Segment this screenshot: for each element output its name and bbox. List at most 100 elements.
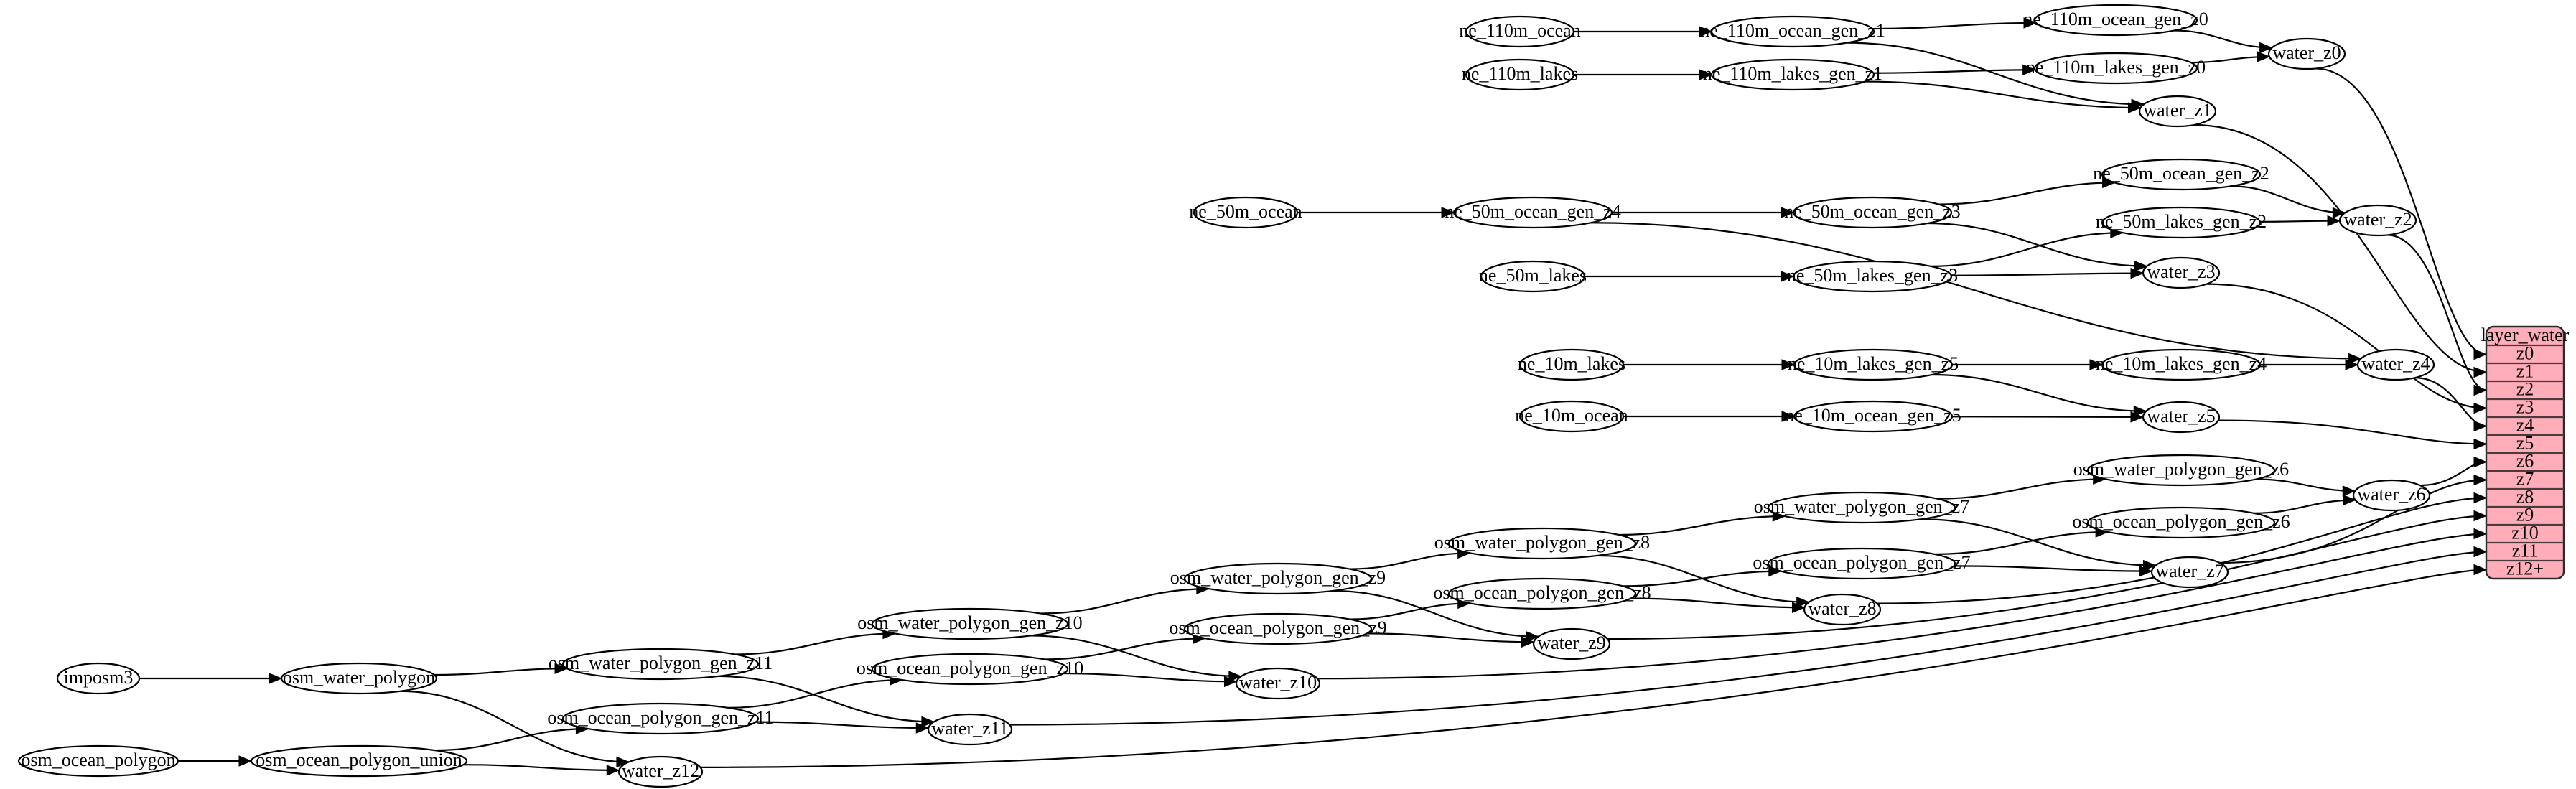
- record-row-z11[interactable]: z11: [2512, 540, 2539, 561]
- graph-node-osm_ocean_polygon[interactable]: osm_ocean_polygon: [17, 744, 179, 778]
- graph-node-water_z12[interactable]: water_z12: [617, 755, 704, 788]
- graph-node-osm_water_polygon_gen_z6[interactable]: osm_water_polygon_gen_z6: [2073, 454, 2289, 487]
- edge-arrowhead: [1526, 630, 1540, 643]
- graph-node-water_z7[interactable]: water_z7: [2150, 556, 2229, 589]
- graph-node-ne_50m_ocean_gen_z3[interactable]: ne_50m_ocean_gen_z3: [1784, 196, 1961, 229]
- graph-node-ne_110m_lakes_gen_z1[interactable]: ne_110m_lakes_gen_z1: [1703, 58, 1882, 91]
- graph-node-water_z3[interactable]: water_z3: [2142, 256, 2221, 289]
- graph-node-osm_ocean_polygon_gen_z9[interactable]: osm_ocean_polygon_gen_z9: [1169, 612, 1387, 645]
- graph-node-osm_ocean_polygon_gen_z10[interactable]: osm_ocean_polygon_gen_z10: [857, 653, 1083, 686]
- record-node-layer-water[interactable]: layer_waterz0z1z2z3z4z5z6z7z8z9z10z11z12…: [2481, 325, 2570, 580]
- graph-node-osm_ocean_polygon_union[interactable]: osm_ocean_polygon_union: [250, 744, 468, 778]
- graph-node-ne_50m_ocean[interactable]: ne_50m_ocean: [1189, 196, 1302, 229]
- edge-arrowhead: [1791, 602, 1806, 613]
- edge-arrowhead: [1781, 359, 1796, 370]
- node-label: water_z8: [1808, 598, 1876, 619]
- graph-edge-to-layer: [2386, 234, 2487, 391]
- record-row-z9[interactable]: z9: [2516, 504, 2534, 525]
- graph-node-ne_50m_lakes_gen_z3[interactable]: ne_50m_lakes_gen_z3: [1787, 260, 1958, 293]
- graph-node-water_z5[interactable]: water_z5: [2142, 401, 2221, 434]
- record-row-z0[interactable]: z0: [2516, 342, 2534, 363]
- graph-edge: [463, 764, 620, 772]
- graph-node-water_z0[interactable]: water_z0: [2267, 37, 2346, 70]
- node-label: ne_10m_lakes_gen_z5: [1788, 353, 1959, 374]
- graph-node-ne_10m_ocean[interactable]: ne_10m_ocean: [1515, 400, 1628, 433]
- record-row-z6[interactable]: z6: [2516, 450, 2534, 471]
- graph-edge: [1873, 69, 2035, 74]
- graph-node-osm_water_polygon_gen_z9[interactable]: osm_water_polygon_gen_z9: [1170, 562, 1386, 595]
- graph-node-ne_10m_lakes_gen_z4[interactable]: ne_10m_lakes_gen_z4: [2096, 348, 2267, 381]
- node-ellipse: [1183, 562, 1373, 595]
- graph-node-ne_50m_lakes_gen_z2[interactable]: ne_50m_lakes_gen_z2: [2096, 206, 2267, 239]
- graph-node-ne_110m_ocean[interactable]: ne_110m_ocean: [1459, 15, 1581, 48]
- edge-arrowhead: [2473, 348, 2488, 360]
- record-row-z7[interactable]: z7: [2516, 468, 2534, 489]
- graph-node-osm_ocean_polygon_gen_z6[interactable]: osm_ocean_polygon_gen_z6: [2072, 506, 2290, 539]
- graph-node-ne_10m_lakes_gen_z5[interactable]: ne_10m_lakes_gen_z5: [1788, 348, 1959, 381]
- node-ellipse: [56, 662, 141, 695]
- graph-node-water_z11[interactable]: water_z11: [927, 713, 1013, 746]
- graph-node-osm_water_polygon_gen_z7[interactable]: osm_water_polygon_gen_z7: [1754, 491, 1969, 524]
- graph-node-ne_110m_ocean_gen_z1[interactable]: ne_110m_ocean_gen_z1: [1700, 15, 1885, 48]
- record-row-z12plus[interactable]: z12+: [2506, 558, 2544, 579]
- graph-node-ne_110m_lakes_gen_z0[interactable]: ne_110m_lakes_gen_z0: [2026, 52, 2206, 85]
- graph-node-ne_10m_ocean_gen_z5[interactable]: ne_10m_ocean_gen_z5: [1785, 400, 1961, 433]
- edge-arrowhead: [2473, 564, 2488, 576]
- graph-node-water_z1[interactable]: water_z1: [2138, 95, 2217, 128]
- record-row-z8[interactable]: z8: [2516, 486, 2534, 507]
- edge-arrowhead: [2473, 510, 2488, 522]
- node-label: ne_50m_lakes_gen_z2: [2096, 211, 2267, 232]
- graph-node-water_z9[interactable]: water_z9: [1532, 627, 1611, 660]
- graph-node-water_z8[interactable]: water_z8: [1803, 593, 1882, 626]
- node-label: water_z3: [2147, 261, 2215, 282]
- node-ellipse: [871, 653, 1069, 686]
- node-label: ne_110m_lakes_gen_z0: [2026, 57, 2206, 78]
- node-label: water_z11: [931, 718, 1008, 739]
- edge-arrowhead: [2345, 359, 2359, 370]
- graph-edge: [1938, 182, 2115, 205]
- graph-node-imposm3[interactable]: imposm3: [56, 662, 141, 695]
- graph-node-water_z4[interactable]: water_z4: [2356, 348, 2435, 381]
- node-label: ne_50m_lakes: [1479, 265, 1587, 286]
- graph-node-ne_10m_lakes[interactable]: ne_10m_lakes: [1518, 348, 1625, 381]
- record-row-z2[interactable]: z2: [2516, 378, 2534, 399]
- graph-node-ne_50m_ocean_gen_z4[interactable]: ne_50m_ocean_gen_z4: [1445, 196, 1621, 229]
- graph-node-water_z10[interactable]: water_z10: [1235, 667, 1321, 700]
- node-ellipse: [250, 744, 468, 778]
- record-row-z4[interactable]: z4: [2516, 414, 2534, 435]
- node-ellipse: [1452, 196, 1613, 229]
- graph-edge: [2174, 29, 2272, 49]
- graph-edge: [1366, 632, 1534, 643]
- graph-node-water_z2[interactable]: water_z2: [2338, 204, 2417, 237]
- graph-node-osm_water_polygon_gen_z11[interactable]: osm_water_polygon_gen_z11: [549, 648, 773, 681]
- edge-arrowhead: [2327, 215, 2341, 227]
- graph-node-osm_water_polygon[interactable]: osm_water_polygon: [280, 662, 438, 695]
- graph-node-ne_50m_ocean_gen_z2[interactable]: ne_50m_ocean_gen_z2: [2093, 158, 2269, 191]
- graph-node-osm_ocean_polygon_gen_z7[interactable]: osm_ocean_polygon_gen_z7: [1753, 547, 1971, 580]
- record-row-z3[interactable]: z3: [2516, 396, 2534, 417]
- graph-edge: [1951, 416, 2144, 418]
- graph-edge: [2256, 478, 2356, 492]
- graph-node-ne_110m_lakes[interactable]: ne_110m_lakes: [1462, 58, 1578, 91]
- graph-edge: [1931, 232, 2123, 267]
- record-row-z10[interactable]: z10: [2511, 522, 2539, 543]
- node-label: ne_10m_lakes_gen_z4: [2096, 353, 2267, 374]
- edge-arrowhead: [2259, 42, 2273, 54]
- record-row-z1[interactable]: z1: [2516, 360, 2534, 381]
- graph-edge: [1044, 638, 1205, 660]
- edge-arrowhead: [554, 663, 569, 674]
- edge-arrowhead: [2342, 485, 2356, 497]
- edge-arrowhead: [1781, 271, 1795, 282]
- graph-node-ne_50m_lakes[interactable]: ne_50m_lakes: [1479, 260, 1587, 293]
- graph-node-osm_ocean_polygon_gen_z8[interactable]: osm_ocean_polygon_gen_z8: [1433, 577, 1651, 610]
- node-ellipse: [2338, 204, 2417, 237]
- graph-node-osm_water_polygon_gen_z8[interactable]: osm_water_polygon_gen_z8: [1434, 527, 1650, 560]
- graph-edge: [718, 675, 934, 723]
- graph-node-osm_ocean_polygon_gen_z11[interactable]: osm_ocean_polygon_gen_z11: [547, 702, 774, 735]
- node-label: osm_water_polygon_gen_z9: [1170, 567, 1386, 588]
- node-ellipse: [2142, 401, 2221, 434]
- graph-node-ne_110m_ocean_gen_z0[interactable]: ne_110m_ocean_gen_z0: [2023, 4, 2208, 37]
- graph-node-osm_water_polygon_gen_z10[interactable]: osm_water_polygon_gen_z10: [857, 607, 1083, 640]
- graph-node-water_z6[interactable]: water_z6: [2352, 479, 2431, 512]
- record-row-z5[interactable]: z5: [2516, 432, 2534, 453]
